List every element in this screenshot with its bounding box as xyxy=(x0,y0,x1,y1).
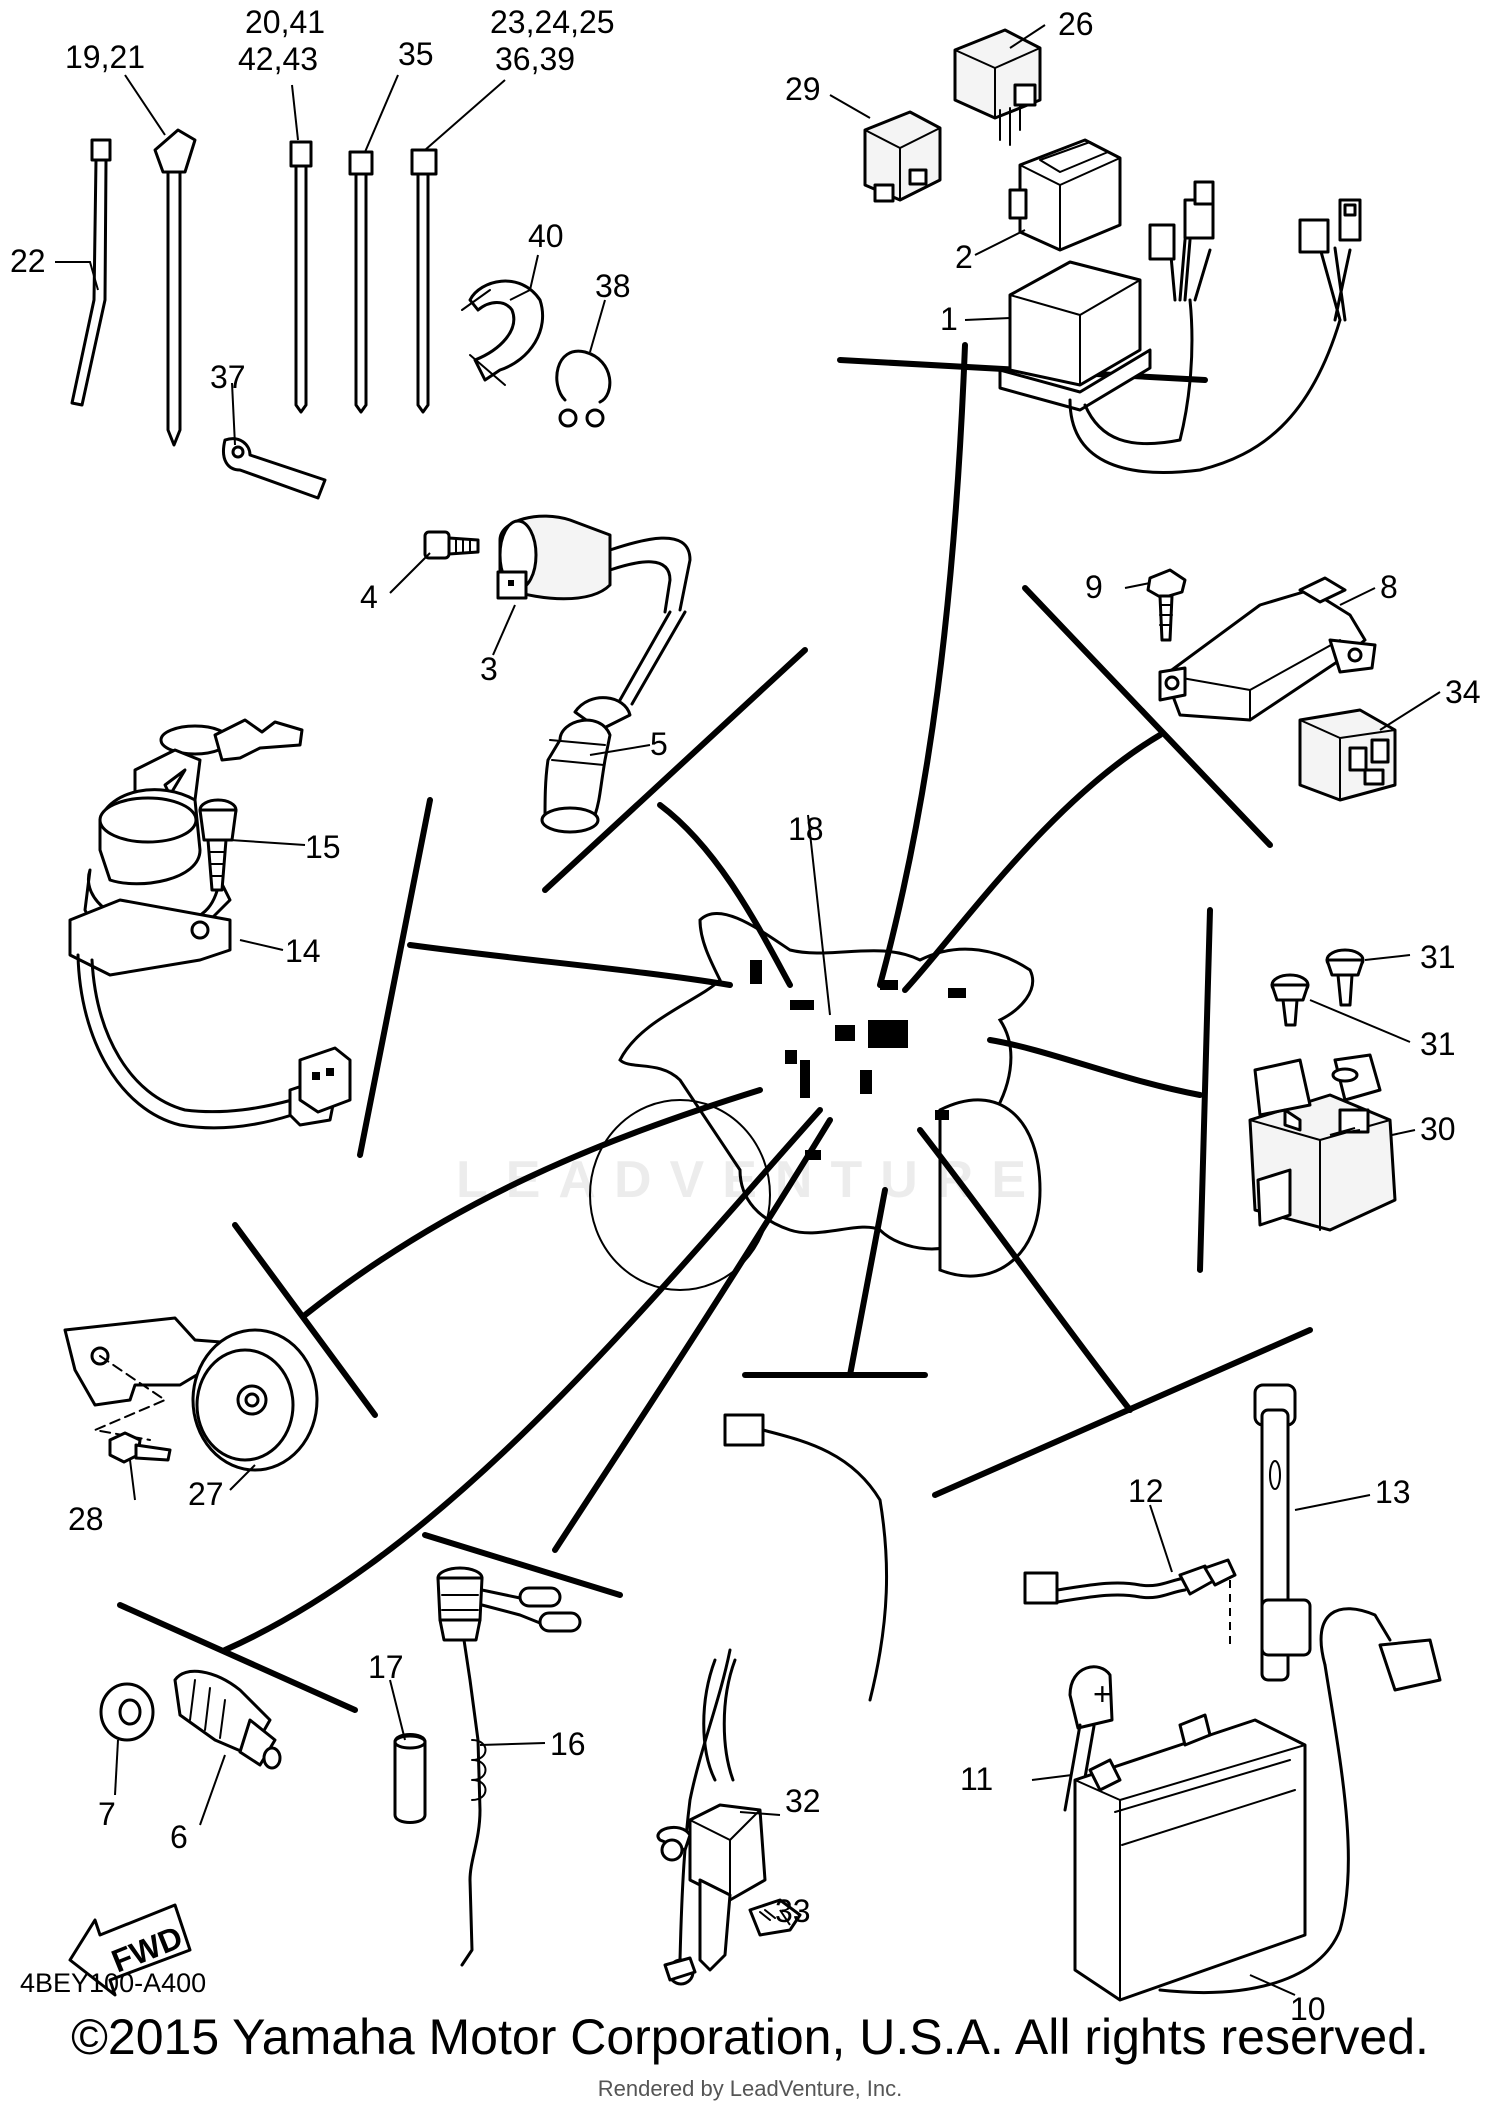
callout-1: 1 xyxy=(940,301,958,337)
relay-26 xyxy=(953,28,1042,146)
callout-9: 9 xyxy=(1085,569,1103,605)
leader-lines xyxy=(55,24,1441,1996)
bracket-lines xyxy=(117,342,1313,1713)
washer-7 xyxy=(99,1682,155,1742)
callout-38: 38 xyxy=(595,268,631,304)
callout-2: 2 xyxy=(955,239,973,275)
callout-17: 17 xyxy=(368,1649,404,1685)
ignition-coil-3 xyxy=(496,514,692,614)
cable-tie-23-24-25 xyxy=(410,148,438,414)
clip-38 xyxy=(555,349,612,428)
neutral-switch-lead xyxy=(667,1413,889,1986)
callout-18: 18 xyxy=(788,811,824,847)
bolt-9 xyxy=(1146,568,1187,642)
clamp-40 xyxy=(461,279,545,386)
rendered-by-notice: Rendered by LeadVenture, Inc. xyxy=(597,2076,903,2101)
callout-10: 10 xyxy=(1290,1991,1326,2027)
bolt-31-a xyxy=(1325,948,1365,1007)
callout-8: 8 xyxy=(1380,569,1398,605)
bolt-31-b xyxy=(1270,973,1310,1027)
callout-6: 6 xyxy=(170,1819,188,1855)
battery-plus-sign: + xyxy=(1093,1676,1112,1712)
callout-30: 30 xyxy=(1420,1111,1456,1147)
callout-12: 12 xyxy=(1128,1473,1164,1509)
bolt-15 xyxy=(198,798,238,892)
callout-22: 22 xyxy=(10,243,46,279)
callout-20-41: 20,41 xyxy=(245,4,325,40)
callout-3: 3 xyxy=(480,651,498,687)
callout-26: 26 xyxy=(1058,6,1094,42)
horn-bracket xyxy=(63,1316,262,1441)
bolt-28 xyxy=(108,1431,172,1464)
cable-tie-22 xyxy=(70,138,112,407)
callout-5: 5 xyxy=(650,726,668,762)
frame-silhouette xyxy=(589,912,1042,1291)
band-37 xyxy=(222,437,327,500)
callout-7: 7 xyxy=(98,1796,116,1832)
cdi-unit-1 xyxy=(998,180,1362,474)
callout-labels: 19,21 20,41 42,43 35 23,24,25 36,39 26 2… xyxy=(10,4,1481,2027)
connector-cover-2 xyxy=(1008,138,1122,252)
callout-27: 27 xyxy=(188,1476,224,1512)
callout-36-39: 36,39 xyxy=(495,41,575,77)
callout-42-43: 42,43 xyxy=(238,41,318,77)
callout-29: 29 xyxy=(785,71,821,107)
relay-29 xyxy=(863,110,942,203)
callout-15: 15 xyxy=(305,829,341,865)
callout-32: 32 xyxy=(785,1783,821,1819)
callout-31-a: 31 xyxy=(1420,939,1456,975)
callout-40: 40 xyxy=(528,218,564,254)
main-switch-14 xyxy=(68,718,352,1130)
callout-4: 4 xyxy=(360,579,378,615)
callout-33: 33 xyxy=(775,1893,811,1929)
callout-37: 37 xyxy=(210,359,246,395)
rectifier-8 xyxy=(1158,576,1377,722)
brake-switch-32 xyxy=(656,1658,767,1982)
callout-19-21: 19,21 xyxy=(65,39,145,75)
callout-14: 14 xyxy=(285,933,321,969)
callout-23-24-25: 23,24,25 xyxy=(490,4,615,40)
cable-tie-19-21 xyxy=(153,128,197,447)
diagram-code: 4BEY100-A400 xyxy=(20,1968,207,1998)
callout-11: 11 xyxy=(960,1761,993,1797)
battery-10: + xyxy=(1073,1676,1307,2002)
battery-band-13 xyxy=(1253,1383,1312,1682)
starter-relay-30 xyxy=(1248,1053,1397,1232)
battery-lead-12 xyxy=(1023,1558,1237,1605)
bolt-4 xyxy=(423,530,480,560)
switch-6 xyxy=(173,1669,282,1770)
cable-tie-35 xyxy=(348,150,374,414)
callout-13: 13 xyxy=(1375,1474,1411,1510)
watermark-text: LEADVENTURE xyxy=(455,1151,1045,1209)
sensor-16 xyxy=(436,1566,582,1967)
callout-34: 34 xyxy=(1445,674,1481,710)
relay-34 xyxy=(1298,708,1397,802)
callout-35: 35 xyxy=(398,36,434,72)
callout-28: 28 xyxy=(68,1501,104,1537)
spacer-17 xyxy=(393,1733,427,1824)
callout-16: 16 xyxy=(550,1726,586,1762)
callout-31-b: 31 xyxy=(1420,1026,1456,1062)
copyright-notice: ©2015 Yamaha Motor Corporation, U.S.A. A… xyxy=(71,2009,1429,2065)
cable-tie-20-41 xyxy=(289,140,313,414)
screw-33 xyxy=(748,1898,802,1937)
horn-27 xyxy=(191,1328,319,1472)
plug-cap-5 xyxy=(540,610,687,834)
breather-hose xyxy=(1158,1607,1442,1994)
